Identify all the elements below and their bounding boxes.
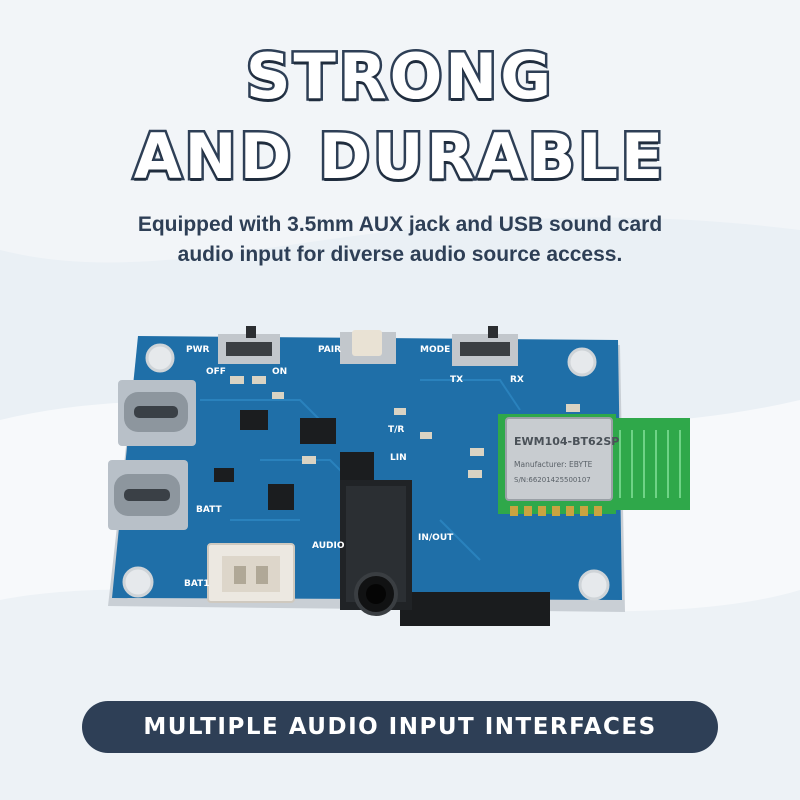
label-pwr: PWR: [186, 345, 210, 355]
label-pair: PAIR: [318, 345, 341, 355]
label-off: OFF: [206, 367, 226, 377]
subtitle: Equipped with 3.5mm AUX jack and USB sou…: [100, 210, 700, 270]
mode-switch: [452, 326, 518, 366]
usb-c-port-bottom: [108, 460, 188, 530]
label-tx: TX: [450, 375, 463, 385]
usb-c-port-top: [118, 380, 196, 446]
label-lin: LIN: [390, 453, 407, 463]
audio-jack: [340, 480, 550, 626]
label-batt: BATT: [196, 505, 222, 515]
label-mode: MODE: [420, 345, 450, 355]
bottom-banner: MULTIPLE AUDIO INPUT INTERFACES: [82, 701, 718, 753]
pair-button: [340, 330, 396, 364]
module-name: EWM104-BT62SP: [514, 435, 619, 448]
label-bat1: BAT1: [184, 579, 210, 589]
label-tr: T/R: [388, 425, 404, 435]
label-audio: AUDIO: [312, 541, 345, 551]
headline-line-1: STRONG: [243, 40, 555, 113]
module-maker: Manufacturer: EBYTE: [514, 460, 593, 469]
mounting-holes: [122, 343, 610, 601]
subtitle-line-1: Equipped with 3.5mm AUX jack and USB sou…: [137, 213, 663, 236]
module-sn: S/N:66201425500107: [514, 476, 591, 484]
subtitle-line-2: audio input for diverse audio source acc…: [177, 243, 623, 266]
battery-connector: [207, 543, 295, 603]
label-on: ON: [272, 367, 287, 377]
label-rx: RX: [510, 375, 524, 385]
smd-components: [230, 376, 580, 478]
label-in-out: IN/OUT: [418, 533, 454, 543]
bluetooth-module: EWM104-BT62SP Manufacturer: EBYTE S/N:66…: [498, 414, 690, 516]
banner-text: MULTIPLE AUDIO INPUT INTERFACES: [143, 714, 657, 740]
power-switch: [218, 326, 280, 364]
headline-line-2: AND DURABLE: [131, 120, 667, 193]
